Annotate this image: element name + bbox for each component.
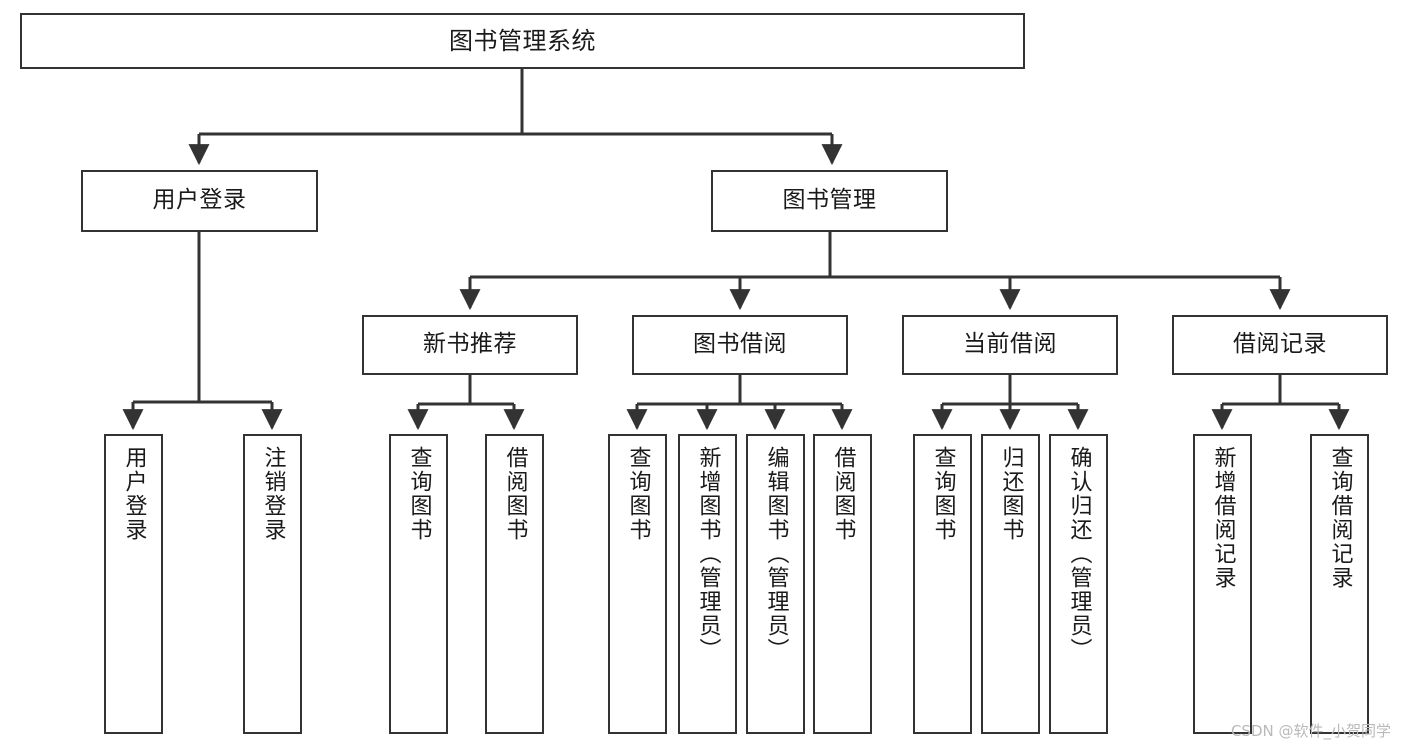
node-label: 新增借阅记录 [1210,446,1236,590]
leaf-user-login[interactable]: 用户登录 [104,434,163,734]
leaf-borrow-query-book[interactable]: 查询图书 [608,434,667,734]
leaf-record-query-borrow-record[interactable]: 查询借阅记录 [1310,434,1369,734]
node-book-management[interactable]: 图书管理 [711,170,948,232]
node-label: 借阅图书 [830,446,856,542]
node-book-borrow[interactable]: 图书借阅 [632,315,848,375]
leaf-current-confirm-return-admin[interactable]: 确认归还（管理员） [1049,434,1108,734]
leaf-current-query-book[interactable]: 查询图书 [913,434,972,734]
node-user-login[interactable]: 用户登录 [81,170,318,232]
node-label: 查询借阅记录 [1327,446,1353,590]
leaf-recommend-query-book[interactable]: 查询图书 [389,434,448,734]
leaf-user-logout[interactable]: 注销登录 [243,434,302,734]
node-label: 注销登录 [260,446,286,542]
leaf-borrow-edit-book-admin[interactable]: 编辑图书（管理员） [746,434,805,734]
node-label: 新增图书（管理员） [695,446,721,662]
node-label: 用户登录 [121,446,147,542]
leaf-recommend-borrow-book[interactable]: 借阅图书 [485,434,544,734]
node-current-borrow[interactable]: 当前借阅 [902,315,1118,375]
node-label: 用户登录 [152,187,247,214]
node-label: 归还图书 [998,446,1024,542]
node-new-book-recommend[interactable]: 新书推荐 [362,315,578,375]
node-label: 借阅图书 [502,446,528,542]
leaf-record-add-borrow-record[interactable]: 新增借阅记录 [1193,434,1252,734]
node-borrow-record[interactable]: 借阅记录 [1172,315,1388,375]
node-label: 图书管理 [782,187,877,214]
node-label: 编辑图书（管理员） [763,446,789,662]
watermark-text: CSDN @软件_小贺同学 [1230,722,1391,740]
leaf-borrow-add-book-admin[interactable]: 新增图书（管理员） [678,434,737,734]
node-label: 查询图书 [930,446,956,542]
node-label: 确认归还（管理员） [1066,446,1092,662]
node-label: 查询图书 [406,446,432,542]
leaf-current-return-book[interactable]: 归还图书 [981,434,1040,734]
node-label: 借阅记录 [1233,331,1327,358]
node-label: 查询图书 [625,446,651,542]
node-root-book-management-system[interactable]: 图书管理系统 [20,13,1025,69]
node-label: 图书管理系统 [449,26,596,55]
node-label: 图书借阅 [693,331,787,358]
node-label: 新书推荐 [423,331,517,358]
node-label: 当前借阅 [963,331,1057,358]
leaf-borrow-borrow-book[interactable]: 借阅图书 [813,434,872,734]
